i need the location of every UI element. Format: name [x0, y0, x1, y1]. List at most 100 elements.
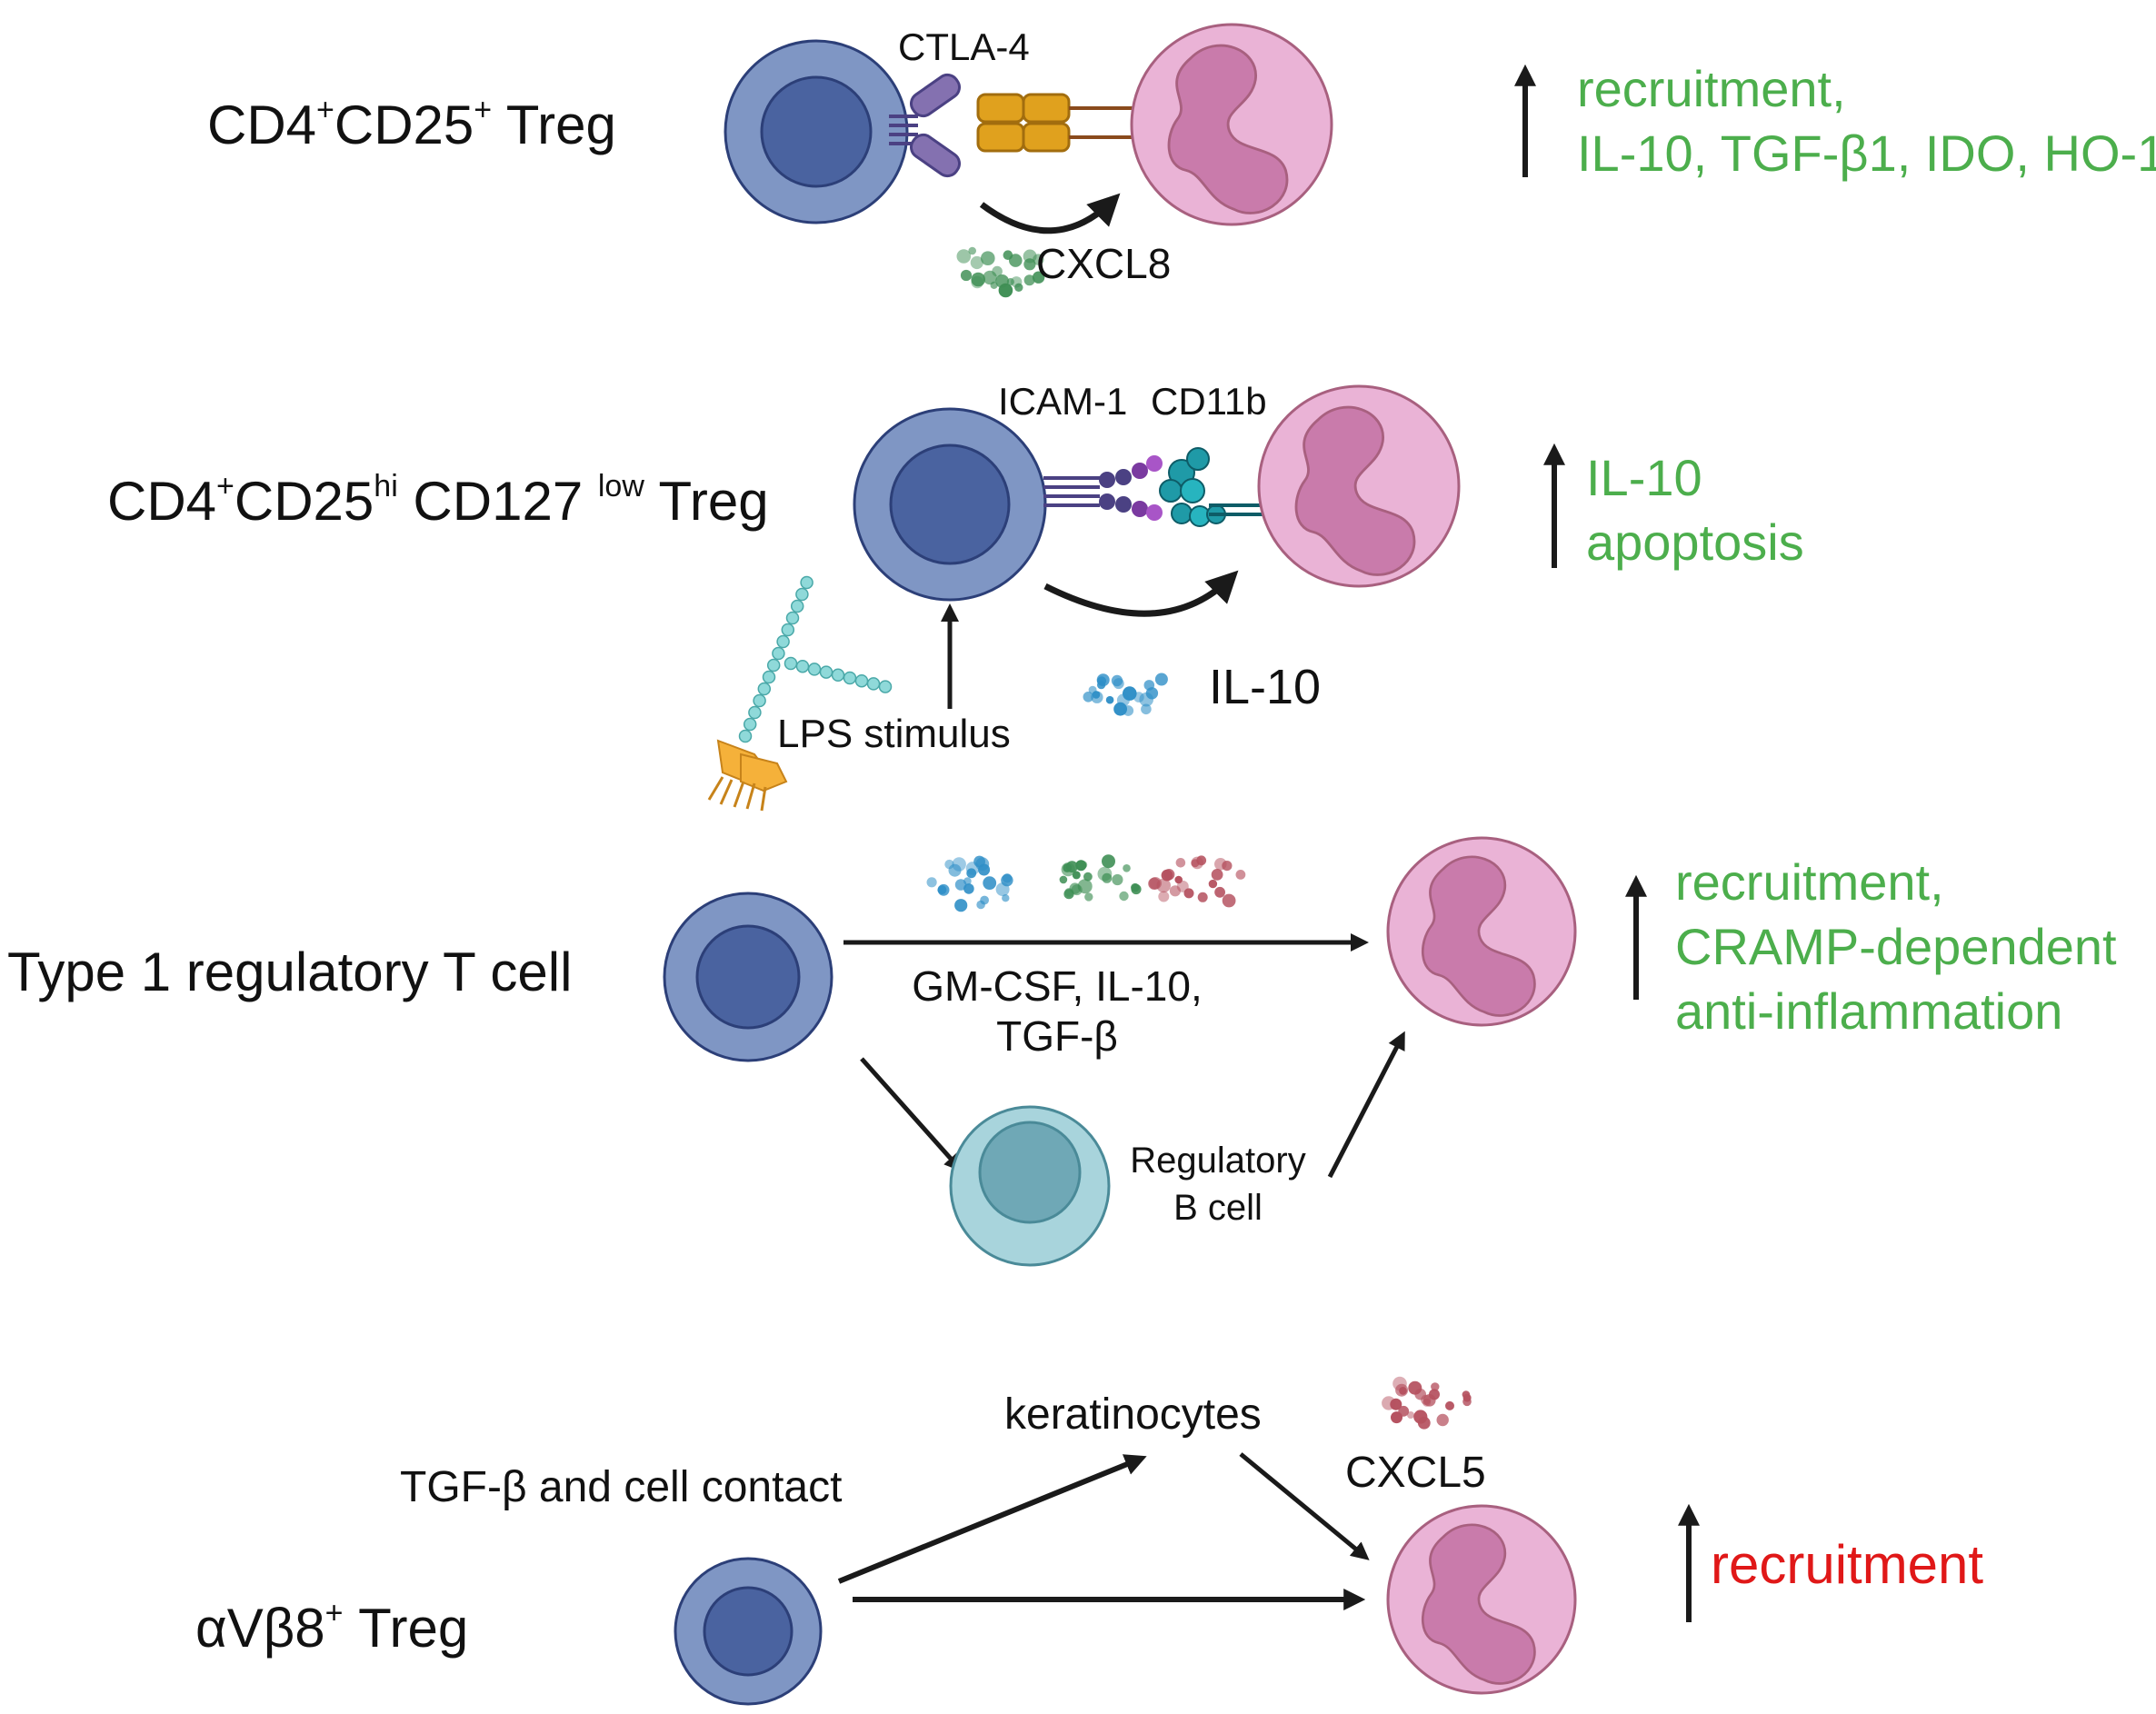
dot: [1382, 1396, 1396, 1410]
tr1-cell: [663, 892, 833, 1062]
cytokine-dots-blue-icon: [926, 855, 1013, 912]
cytokine-dots-red-icon: [1148, 855, 1246, 908]
dot: [1075, 860, 1087, 872]
dot: [973, 855, 985, 868]
lps-bead: [757, 682, 772, 696]
dot: [1398, 1405, 1410, 1417]
ctla4-label: CTLA-4: [898, 25, 1030, 68]
dot: [1064, 888, 1074, 897]
lps-bead: [795, 587, 809, 602]
lps-bead: [831, 668, 845, 683]
dot: [1119, 891, 1129, 902]
panel3-effect-line3: anti-inflammation: [1675, 982, 2062, 1040]
lps-bead: [743, 717, 757, 732]
lps-bead: [819, 665, 833, 679]
dot: [1413, 1410, 1428, 1424]
dot: [937, 883, 950, 896]
dot: [1083, 692, 1094, 703]
dot: [1096, 673, 1110, 687]
treg-cell-1: [724, 39, 909, 224]
lps-bead: [772, 646, 785, 661]
lps-bead: [878, 680, 893, 693]
lps-bead: [753, 693, 766, 708]
dot: [1102, 854, 1115, 869]
lps-bead: [781, 623, 795, 637]
dot: [926, 877, 937, 888]
panel4-effect-line1: recruitment: [1711, 1534, 1983, 1595]
dot: [970, 255, 983, 270]
dot: [1407, 1411, 1414, 1419]
lps-bead: [738, 729, 753, 743]
regulatory-b-cell: [949, 1105, 1111, 1267]
dot: [992, 265, 1003, 277]
tr1-to-bcell-arrow: [860, 1057, 963, 1172]
panel4-cell-label: αVβ8+ Treg: [195, 1596, 468, 1659]
dot: [1131, 883, 1142, 895]
dot: [981, 251, 995, 266]
cd11b-receptor-icon: [1159, 447, 1265, 527]
lps-bead: [866, 677, 881, 691]
lps-bead: [854, 673, 869, 688]
dot: [1154, 673, 1168, 686]
dot: [966, 868, 977, 879]
dot: [971, 275, 983, 289]
dot: [1123, 864, 1131, 872]
cytokine-dots-green-icon: [1059, 854, 1142, 902]
dot: [1191, 856, 1203, 870]
bcell-label-line2: B cell: [1173, 1188, 1263, 1228]
dot: [1431, 1382, 1440, 1391]
dot: [968, 246, 976, 255]
neutrophil-1: [1130, 23, 1333, 226]
ligand-icon: [976, 93, 1156, 153]
dot: [1113, 702, 1127, 716]
avb8-treg-cell: [674, 1557, 823, 1706]
lps-bead: [766, 658, 781, 673]
dot: [1222, 893, 1236, 908]
dot: [971, 272, 985, 287]
panel3-effect-line2: CRAMP-dependent: [1675, 918, 2117, 975]
lps-bead: [784, 656, 798, 671]
dot: [1072, 871, 1081, 880]
neutrophil-2: [1257, 384, 1461, 588]
dot: [1197, 892, 1208, 902]
dot: [1032, 271, 1045, 284]
dot: [1423, 1394, 1436, 1407]
dot: [1174, 875, 1183, 884]
keratinocytes-label: keratinocytes: [1004, 1390, 1262, 1439]
dot: [1222, 861, 1233, 872]
dot: [983, 876, 997, 890]
dot: [954, 899, 968, 912]
panel3-cytokines-line2: TGF-β: [996, 1012, 1118, 1060]
dot: [1183, 888, 1194, 899]
dot: [1408, 1380, 1422, 1395]
dot: [1211, 869, 1223, 881]
dot: [1395, 1383, 1409, 1397]
cd11b-label: CD11b: [1151, 380, 1267, 423]
lps-bead: [790, 599, 804, 613]
dot: [1175, 858, 1186, 868]
dot: [980, 895, 989, 905]
neutrophil-3: [1386, 836, 1577, 1027]
treg-cell-2: [853, 407, 1047, 602]
dot: [1158, 891, 1170, 902]
dot: [1105, 695, 1114, 704]
dot: [948, 863, 962, 877]
contact-label: TGF-β and cell contact: [400, 1463, 842, 1511]
panel-3: Type 1 regulatory T cell GM-CSF, IL-10, …: [7, 836, 2117, 1267]
il10-label: IL-10: [1209, 660, 1321, 714]
il10-arrow: [1043, 570, 1239, 617]
dot: [1112, 873, 1123, 886]
panel-4: αVβ8+ Treg TGF-β and cell contact kerati…: [195, 1376, 1983, 1706]
dot: [1208, 879, 1218, 889]
neutrophil-4: [1386, 1504, 1577, 1695]
dot: [1143, 680, 1155, 691]
bcell-label-line1: Regulatory: [1130, 1141, 1305, 1181]
panel-2: CD4+CD25hi CD127 low Treg ICAM-1: [107, 380, 1804, 812]
dot: [1009, 254, 1023, 267]
dot: [1445, 1400, 1454, 1410]
dot: [954, 879, 967, 891]
dot: [1033, 254, 1044, 265]
cxcl5-label: CXCL5: [1345, 1449, 1486, 1497]
dot: [1436, 1413, 1449, 1427]
